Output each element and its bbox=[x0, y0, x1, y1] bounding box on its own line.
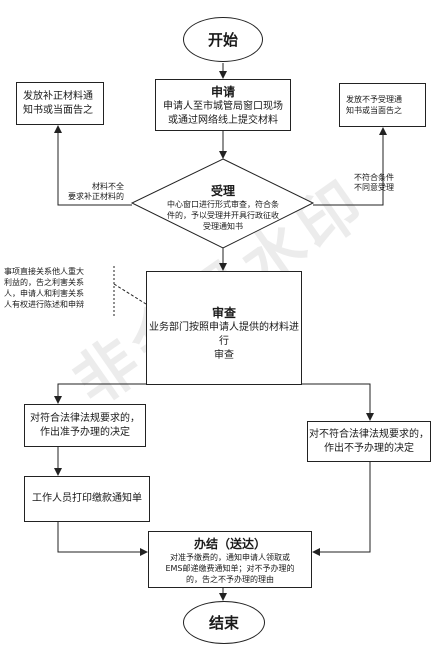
apply-title: 申请 bbox=[210, 84, 235, 99]
accept-line-2: 件的，予以受理并开具行政征收 bbox=[167, 211, 279, 220]
deny-line-1: 对不符合法律法规要求的， bbox=[309, 428, 429, 440]
start-node: 开始 bbox=[183, 17, 263, 62]
apply-line-2: 或通过网络线上提交材料 bbox=[168, 114, 278, 126]
reject-notice-line-1: 发放不予受理通 bbox=[346, 95, 402, 104]
label-not-meet-line-1: 不符合条件 bbox=[354, 173, 394, 182]
apply-box: 申请 申请人至市城管局窗口现场 或通过网络线上提交材料 bbox=[155, 79, 291, 131]
interest-note-line-1: 事项直接关系他人重大 bbox=[4, 267, 84, 276]
interest-note: 事项直接关系他人重大 利益的，告之利害关系 人，申请人和利害关系 人有权进行陈述… bbox=[4, 266, 112, 310]
label-not-meet: 不符合条件 不同意受理 bbox=[334, 173, 394, 193]
review-box: 审查 业务部门按照申请人提供的材料进行 审查 bbox=[146, 271, 302, 385]
deny-decision-box: 对不符合法律法规要求的， 作出不予办理的决定 bbox=[307, 421, 431, 462]
label-incomplete-line-1: 材料不全 bbox=[92, 182, 124, 191]
label-incomplete-line-2: 要求补正材料的 bbox=[68, 192, 124, 201]
interest-note-line-2: 利益的，告之利害关系 bbox=[4, 278, 84, 287]
approve-line-1: 对符合法律法规要求的， bbox=[30, 412, 140, 424]
interest-note-line-3: 人，申请人和利害关系 bbox=[4, 289, 84, 298]
accept-title: 受理 bbox=[210, 184, 235, 198]
conclude-title: 办结（送达） bbox=[193, 536, 266, 551]
review-line-1: 业务部门按照申请人提供的材料进行 bbox=[149, 322, 299, 347]
interest-note-line-4: 人有权进行陈述和申辩 bbox=[4, 300, 84, 309]
accept-diamond-text: 受理 中心窗口进行形式审查，符合条 件的，予以受理并开具行政征收 受理通知书 bbox=[163, 182, 283, 232]
apply-line-1: 申请人至市城管局窗口现场 bbox=[163, 100, 283, 112]
print-notice-text: 工作人员打印缴款通知单 bbox=[32, 493, 142, 504]
accept-line-1: 中心窗口进行形式审查，符合条 bbox=[167, 200, 279, 209]
supplement-notice-box: 发放补正材料通 知书或当面告之 bbox=[16, 82, 104, 125]
deny-line-2: 作出不予办理的决定 bbox=[324, 442, 414, 454]
review-line-2: 审查 bbox=[214, 350, 234, 361]
end-node: 结束 bbox=[183, 601, 265, 644]
supplement-line-2: 知书或当面告之 bbox=[23, 104, 93, 116]
label-not-meet-line-2: 不同意受理 bbox=[354, 183, 394, 192]
start-label: 开始 bbox=[207, 31, 238, 49]
reject-notice-line-2: 知书或当面告之 bbox=[346, 106, 402, 115]
supplement-line-1: 发放补正材料通 bbox=[23, 90, 93, 102]
conclude-box: 办结（送达） 对准予缴费的，通知申请人领取或 EMS邮递缴费通知单；对不予办理的… bbox=[148, 531, 312, 588]
accept-diamond-shape bbox=[130, 158, 315, 249]
reject-notice-box: 发放不予受理通 知书或当面告之 bbox=[339, 83, 426, 127]
accept-line-3: 受理通知书 bbox=[203, 222, 243, 231]
print-notice-box: 工作人员打印缴款通知单 bbox=[24, 476, 150, 522]
conclude-line-2: EMS邮递缴费通知单；对不予办理的 bbox=[165, 563, 295, 573]
label-incomplete: 材料不全 要求补正材料的 bbox=[66, 182, 124, 202]
end-label: 结束 bbox=[208, 614, 239, 632]
review-title: 审查 bbox=[211, 306, 236, 320]
conclude-line-1: 对准予缴费的，通知申请人领取或 bbox=[170, 552, 290, 562]
conclude-line-3: 的，告之不予办理的理由 bbox=[186, 574, 274, 584]
approve-line-2: 作出准予办理的决定 bbox=[40, 426, 130, 438]
approve-decision-box: 对符合法律法规要求的， 作出准予办理的决定 bbox=[24, 404, 146, 447]
